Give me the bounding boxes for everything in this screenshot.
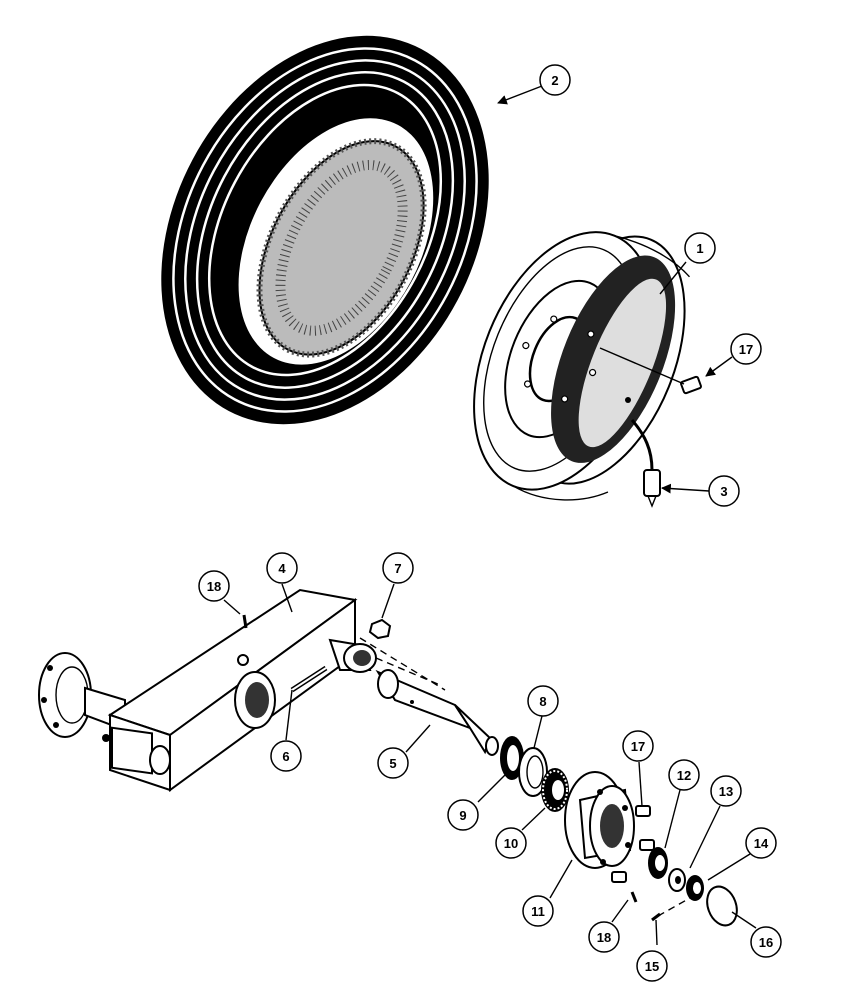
callout-7: 7 xyxy=(382,552,414,584)
svg-text:12: 12 xyxy=(677,768,691,783)
seal xyxy=(500,736,524,780)
svg-text:18: 18 xyxy=(207,579,221,594)
svg-text:18: 18 xyxy=(597,930,611,945)
callout-6: 6 xyxy=(270,740,302,772)
leader-lines xyxy=(223,85,757,946)
pin xyxy=(290,665,328,693)
svg-text:15: 15 xyxy=(645,959,659,974)
svg-text:17: 17 xyxy=(739,342,753,357)
svg-text:16: 16 xyxy=(759,935,773,950)
svg-text:3: 3 xyxy=(720,484,727,499)
svg-text:10: 10 xyxy=(504,836,518,851)
dust-cap xyxy=(706,885,738,927)
nut xyxy=(368,618,392,640)
wheel-rim xyxy=(473,231,691,501)
spindle xyxy=(359,637,499,756)
callout-5: 5 xyxy=(377,747,409,779)
callout-4: 4 xyxy=(266,552,298,584)
svg-text:7: 7 xyxy=(394,561,401,576)
callout-17-top: 17 xyxy=(730,333,762,365)
grease-fitting xyxy=(242,614,638,903)
svg-text:17: 17 xyxy=(631,739,645,754)
outer-bearing xyxy=(648,847,668,879)
tire xyxy=(161,35,489,425)
cotter-pin xyxy=(651,897,691,922)
svg-text:11: 11 xyxy=(531,904,545,919)
callout-9: 9 xyxy=(447,799,479,831)
inner-bearing xyxy=(541,768,569,812)
svg-text:9: 9 xyxy=(459,808,466,823)
svg-text:1: 1 xyxy=(696,241,703,256)
callout-1: 1 xyxy=(684,232,716,264)
callout-3: 3 xyxy=(708,475,740,507)
svg-text:4: 4 xyxy=(278,561,286,576)
washer xyxy=(668,868,686,892)
svg-text:2: 2 xyxy=(551,73,558,88)
svg-text:6: 6 xyxy=(282,749,289,764)
svg-text:14: 14 xyxy=(754,836,769,851)
axle-beam xyxy=(38,588,377,792)
svg-text:5: 5 xyxy=(389,756,396,771)
callout-11: 11 xyxy=(522,895,554,927)
callout-18-bottom: 18 xyxy=(588,921,620,953)
valve-stem xyxy=(630,419,661,508)
svg-text:8: 8 xyxy=(539,694,546,709)
callout-2: 2 xyxy=(539,64,571,96)
callout-14: 14 xyxy=(745,827,777,859)
wheel-bolt xyxy=(599,347,702,395)
castle-nut xyxy=(686,875,704,901)
callout-18-top: 18 xyxy=(198,570,230,602)
hub-bolts xyxy=(611,805,655,883)
svg-text:13: 13 xyxy=(719,784,733,799)
callout-15: 15 xyxy=(636,950,668,982)
callout-17-bottom: 17 xyxy=(622,730,654,762)
callout-12: 12 xyxy=(668,759,700,791)
wheel-hub xyxy=(564,771,635,869)
callout-8: 8 xyxy=(527,685,559,717)
callout-13: 13 xyxy=(710,775,742,807)
callout-10: 10 xyxy=(495,827,527,859)
callout-16: 16 xyxy=(750,926,782,958)
